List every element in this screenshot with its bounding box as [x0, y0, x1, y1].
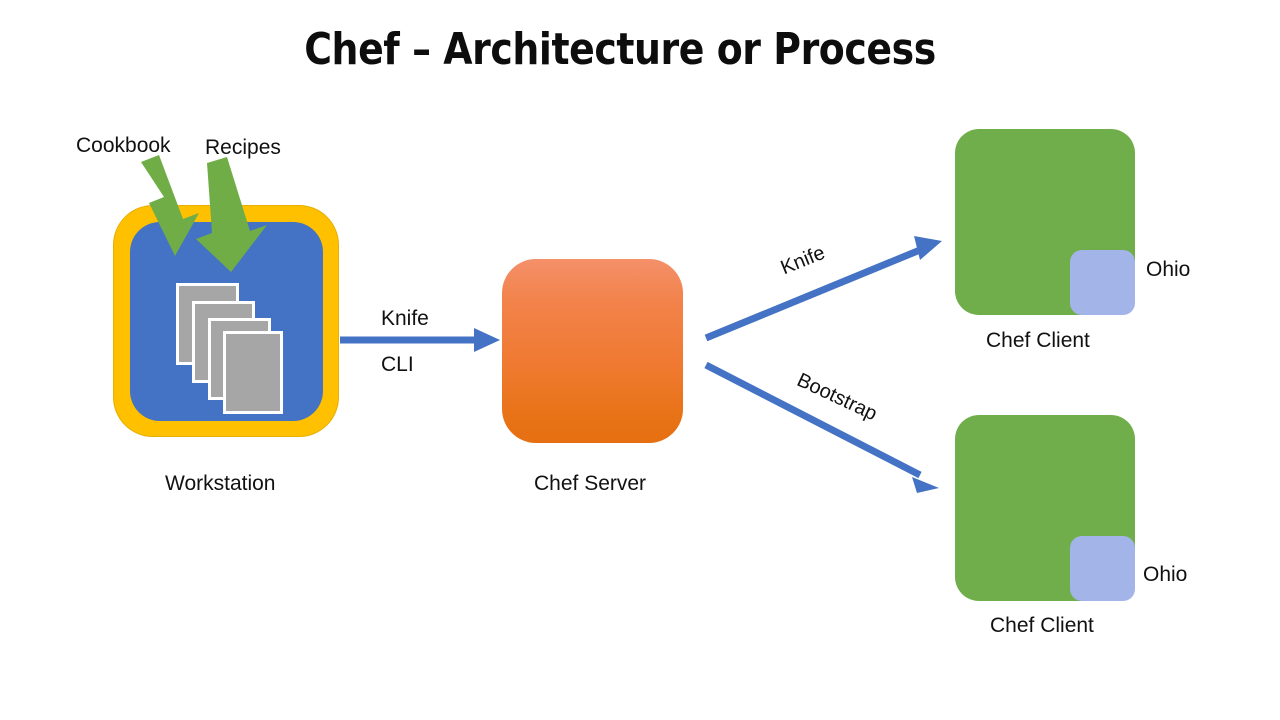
connector-workstation-to-server — [340, 328, 500, 352]
ohio-label-2: Ohio — [1143, 563, 1188, 586]
recipe-card — [223, 331, 283, 414]
chef-server-label: Chef Server — [534, 472, 647, 495]
chef-server-node — [502, 259, 683, 443]
connector-label-knife-cli-line1: Knife — [381, 307, 429, 330]
cookbook-annotation-label: Cookbook — [76, 134, 171, 157]
chef-client-label-1: Chef Client — [986, 329, 1090, 352]
ohio-label-1: Ohio — [1146, 258, 1191, 281]
connector-label-knife-diagonal: Knife — [777, 241, 829, 280]
workstation-label: Workstation — [165, 472, 276, 495]
recipes-annotation-label: Recipes — [205, 136, 281, 159]
ohio-region-box-1 — [1070, 250, 1135, 315]
chef-client-label-2: Chef Client — [990, 614, 1094, 637]
page-title: Chef – Architecture or Process — [304, 24, 936, 75]
connector-label-knife-cli-line2: CLI — [381, 353, 414, 376]
ohio-region-box-2 — [1070, 536, 1135, 601]
connector-label-bootstrap: Bootstrap — [793, 369, 881, 426]
